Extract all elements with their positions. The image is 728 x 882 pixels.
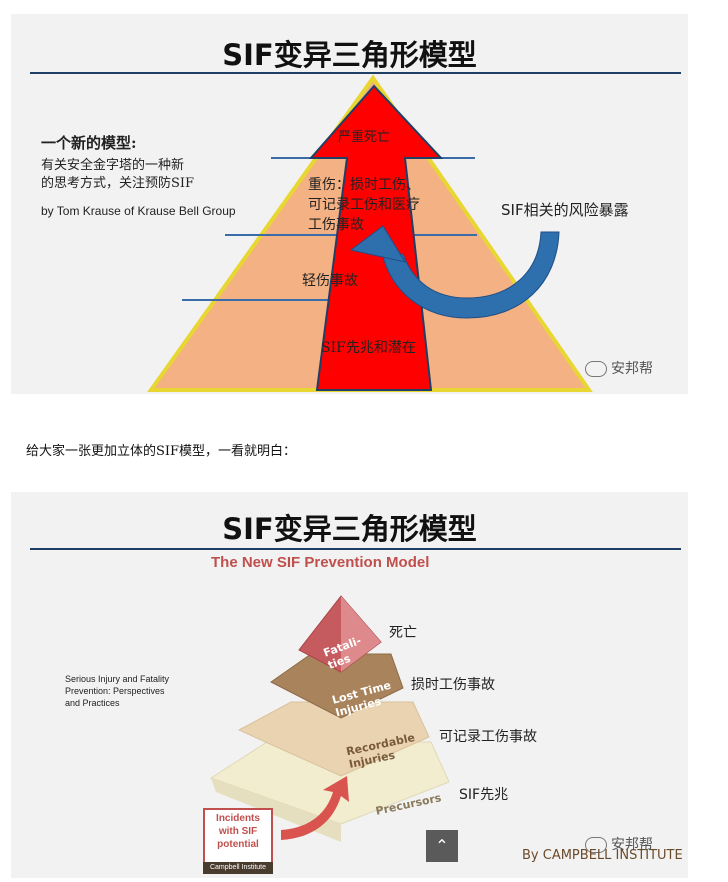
slide-sif-triangle-1: SIF变异三角形模型 一个新的模型: 有关安全金字塔的一种新 的思考方式，关注预… bbox=[11, 14, 688, 394]
model-title: The New SIF Prevention Model bbox=[211, 554, 430, 571]
slide1-title: SIF变异三角形模型 bbox=[222, 38, 477, 72]
level3-label: 轻伤事故 bbox=[302, 273, 358, 289]
watermark-1: 安邦帮 bbox=[585, 358, 653, 378]
3d-pyramid bbox=[209, 595, 450, 842]
red-curve-arrow bbox=[281, 776, 349, 840]
arrow-label: SIF相关的风险暴露 bbox=[501, 201, 629, 219]
tier-cn-precursors: SIF先兆 bbox=[459, 787, 509, 803]
base-label: SIF先兆和潜在 bbox=[321, 340, 416, 356]
watermark-2: 安邦帮 bbox=[585, 834, 653, 854]
article-caption: 给大家一张更加立体的SIF模型，一看就明白： bbox=[26, 444, 297, 459]
title-rule bbox=[30, 72, 681, 74]
byline: By CAMPBELL INSTITUTE bbox=[522, 848, 683, 863]
level-top-label: 严重死亡 bbox=[338, 130, 391, 145]
side-note-1: Serious Injury and Fatality bbox=[65, 674, 170, 684]
intro-line-2: 的思考方式，关注预防SIF bbox=[41, 176, 195, 191]
pyramid-diagram bbox=[147, 74, 593, 392]
campbell-tag: Campbell Institute bbox=[203, 862, 273, 874]
tier-cn-lost-time: 损时工伤事故 bbox=[411, 677, 495, 693]
level2-line1: 重伤：损时工伤、 bbox=[308, 177, 420, 193]
slide2-title: SIF变异三角形模型 bbox=[222, 512, 477, 546]
watermark-text-2: 安邦帮 bbox=[611, 837, 653, 853]
watermark-text: 安邦帮 bbox=[611, 361, 653, 377]
title-rule-2 bbox=[30, 548, 681, 550]
tier-cn-recordable: 可记录工伤事故 bbox=[439, 729, 537, 745]
tier-lost-time bbox=[270, 653, 404, 719]
wechat-icon bbox=[585, 837, 607, 853]
incidents-line-2: with SIF bbox=[218, 826, 258, 837]
wechat-icon bbox=[585, 361, 607, 377]
blue-arrowhead bbox=[349, 225, 407, 263]
level2-line2: 可记录工伤和医疗 bbox=[308, 197, 420, 213]
level2-line3: 工伤事故 bbox=[308, 217, 364, 233]
slide-sif-triangle-2: SIF变异三角形模型 The New SIF Prevention Model … bbox=[11, 492, 688, 878]
scroll-to-top-button[interactable]: ⌃ bbox=[426, 830, 458, 862]
side-note-2: Prevention: Perspectives bbox=[65, 686, 165, 696]
chevron-up-icon: ⌃ bbox=[435, 836, 449, 855]
incidents-line-3: potential bbox=[217, 839, 259, 850]
incidents-box: Incidents with SIF potential bbox=[203, 808, 273, 866]
credit-text: by Tom Krause of Krause Bell Group bbox=[41, 204, 236, 218]
tier-fatalities-face bbox=[341, 596, 381, 672]
tier-recordable bbox=[237, 701, 430, 777]
incidents-line-1: Incidents bbox=[216, 813, 260, 824]
side-note-3: and Practices bbox=[65, 698, 120, 708]
intro-heading: 一个新的模型: bbox=[41, 134, 137, 152]
tier-cn-fatalities: 死亡 bbox=[389, 625, 417, 641]
intro-line-1: 有关安全金字塔的一种新 bbox=[41, 158, 185, 173]
